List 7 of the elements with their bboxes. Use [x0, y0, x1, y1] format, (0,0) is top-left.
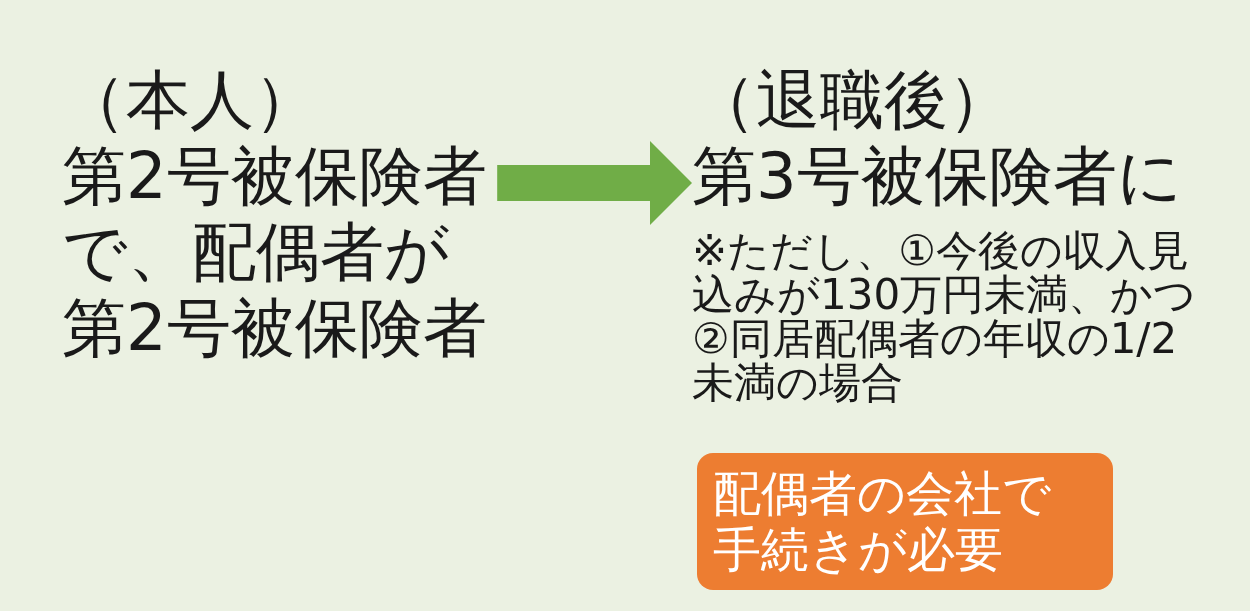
- condition-note: ※ただし、①今後の収入見込みが130万円未満、かつ②同居配偶者の年収の1/2未満の場合: [692, 226, 1197, 407]
- timing-label: （退職後）: [692, 63, 1012, 137]
- notice-badge: 配偶者の会社で手続きが必要: [697, 453, 1113, 590]
- arrow: [497, 141, 692, 225]
- status-text: 第3号被保険者に: [692, 139, 1183, 213]
- status-text: 第2号被保険者で、配偶者が第2号被保険者: [62, 139, 487, 365]
- speaker-label: （本人）: [62, 63, 318, 137]
